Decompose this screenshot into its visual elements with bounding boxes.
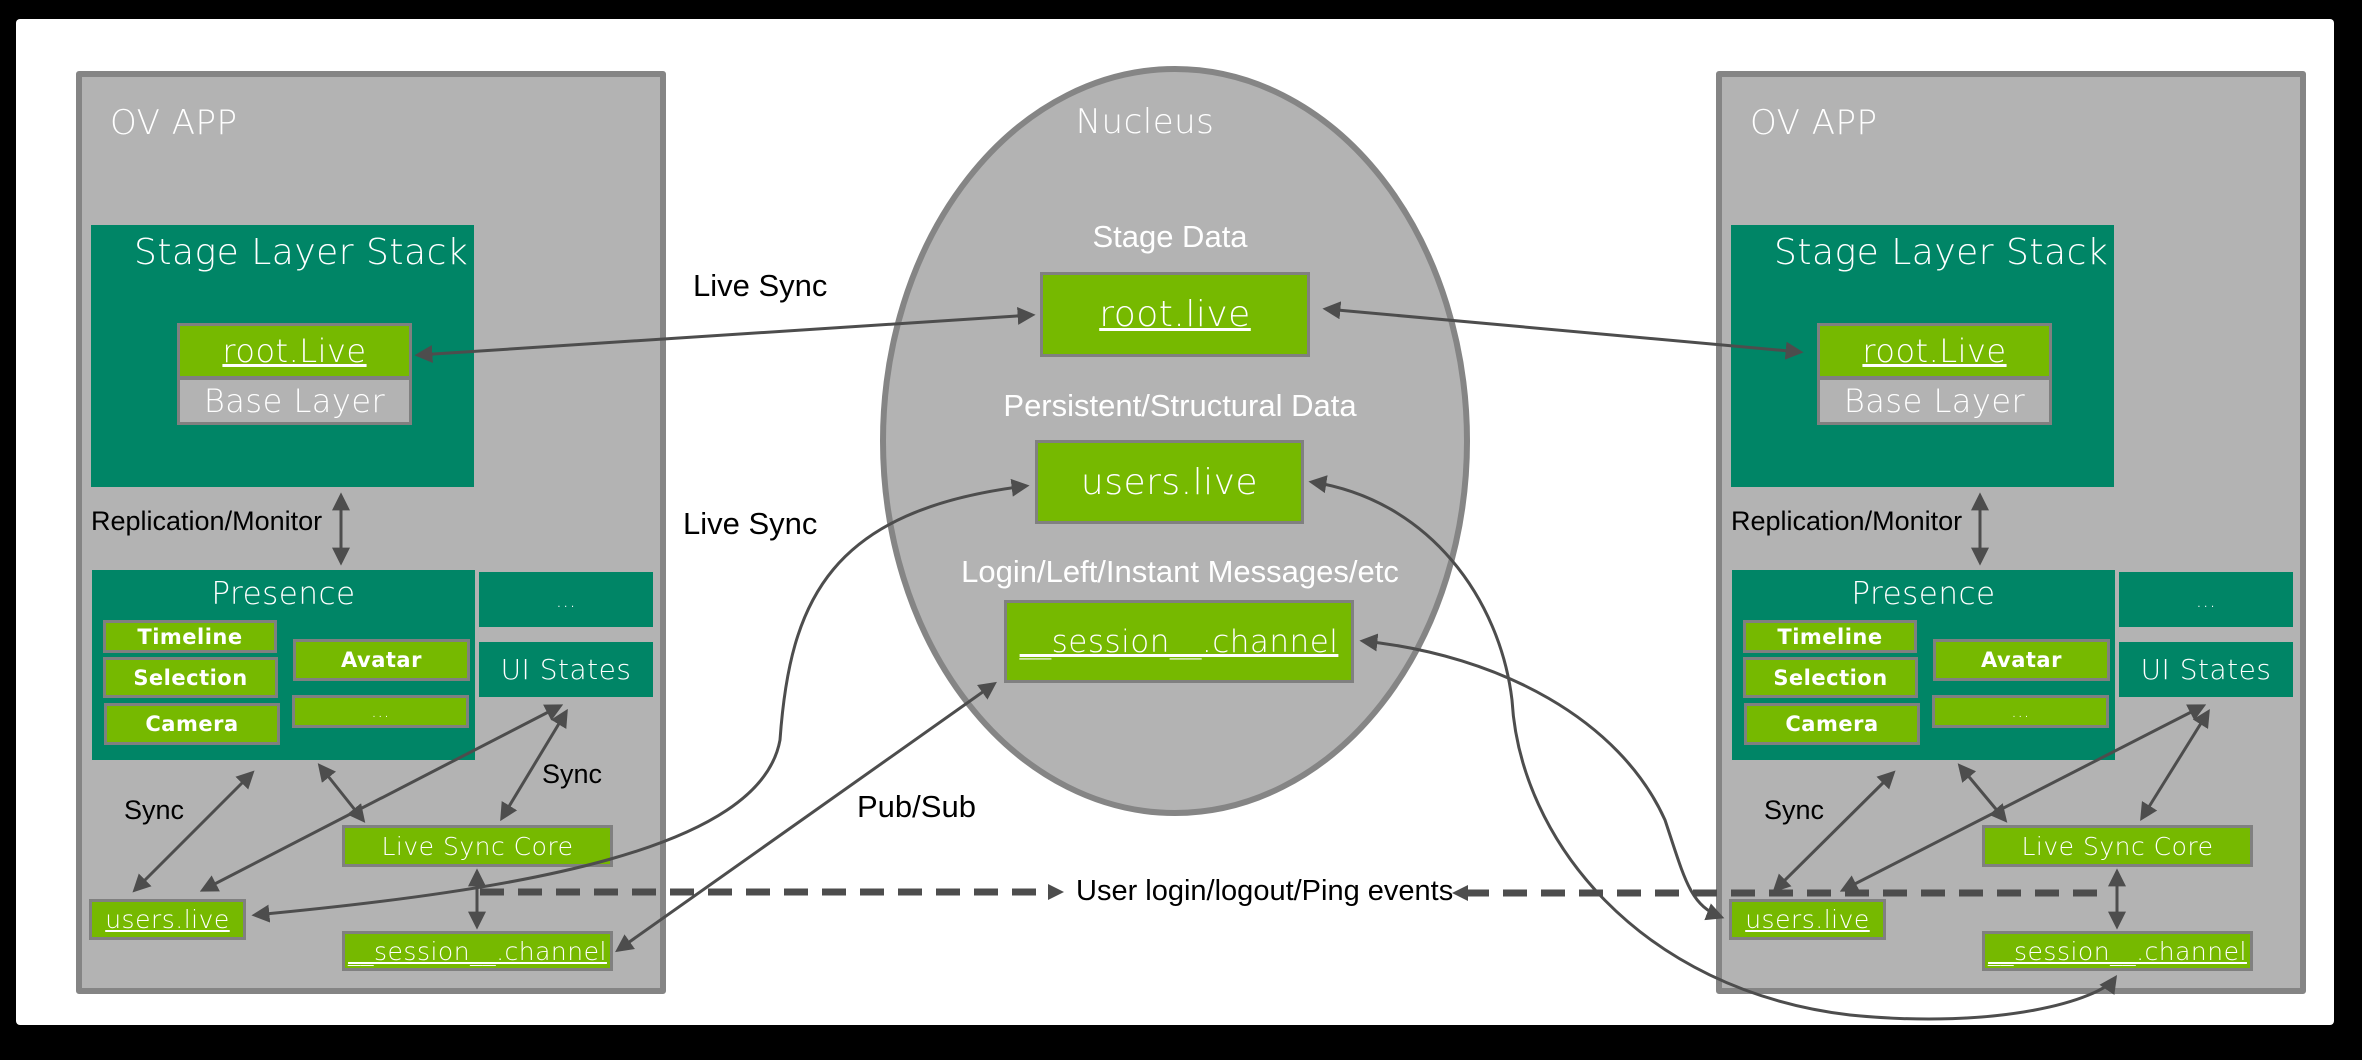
events-label: User login/logout/Ping events xyxy=(1072,875,1458,908)
right-ui-states-label: UI States xyxy=(2140,653,2272,686)
left-replication-label: Replication/Monitor xyxy=(91,506,323,536)
live-sync-label-top: Live Sync xyxy=(693,268,828,303)
left-presence-title: Presence xyxy=(211,576,356,612)
right-ui-states-box[interactable]: UI States xyxy=(2119,642,2293,697)
right-session-channel-label: __session__.channel xyxy=(1988,936,2247,966)
left-extra-label: ... xyxy=(555,587,577,612)
left-ui-states-box[interactable]: UI States xyxy=(479,642,653,697)
nucleus-messages-label: Login/Left/Instant Messages/etc xyxy=(961,554,1399,589)
right-presence-more-label: ... xyxy=(2011,701,2030,722)
left-presence-more-label: ... xyxy=(371,701,390,722)
left-presence-more[interactable]: ... xyxy=(292,695,469,728)
left-sync-label-2: Sync xyxy=(542,759,603,789)
right-sync-label: Sync xyxy=(1764,795,1825,825)
left-extra-box[interactable]: ... xyxy=(479,572,653,627)
nucleus-root-live-label: root.live xyxy=(1099,294,1251,335)
left-sync-label-1: Sync xyxy=(124,795,185,825)
right-ov-app-title: OV APP xyxy=(1750,103,1878,143)
right-extra-box[interactable]: ... xyxy=(2119,572,2293,627)
right-extra-label: ... xyxy=(2195,587,2217,612)
right-presence-title: Presence xyxy=(1851,576,1996,612)
right-presence-avatar[interactable]: Avatar xyxy=(1933,639,2110,681)
left-presence-camera[interactable]: Camera xyxy=(104,703,280,745)
left-ov-app-title: OV APP xyxy=(110,103,238,143)
left-session-channel[interactable]: __session__.channel xyxy=(342,931,613,971)
right-users-live-label: users.live xyxy=(1745,905,1870,934)
right-root-live-layer[interactable]: root.Live xyxy=(1817,323,2052,379)
right-replication-label: Replication/Monitor xyxy=(1731,506,1963,536)
right-base-layer-label: Base Layer xyxy=(1843,382,2026,420)
left-presence-avatar[interactable]: Avatar xyxy=(293,639,470,681)
nucleus-root-live[interactable]: root.live xyxy=(1040,272,1310,357)
right-presence-timeline[interactable]: Timeline xyxy=(1743,620,1917,653)
left-users-live[interactable]: users.live xyxy=(89,899,246,940)
nucleus-users-live-label: users.live xyxy=(1080,461,1259,503)
right-root-live-label: root.Live xyxy=(1862,332,2007,370)
right-avatar-label: Avatar xyxy=(1981,648,2062,672)
right-selection-label: Selection xyxy=(1773,665,1888,690)
left-base-layer[interactable]: Base Layer xyxy=(177,377,412,425)
nucleus-session-channel-label: __session__.channel xyxy=(1019,623,1339,660)
left-root-live-layer[interactable]: root.Live xyxy=(177,323,412,379)
left-camera-label: Camera xyxy=(145,712,239,736)
nucleus-stage-data-label: Stage Data xyxy=(1092,219,1248,254)
right-users-live[interactable]: users.live xyxy=(1729,899,1886,940)
nucleus-users-live[interactable]: users.live xyxy=(1035,440,1304,524)
nucleus-persistent-label: Persistent/Structural Data xyxy=(1003,388,1357,423)
right-live-sync-core-label: Live Sync Core xyxy=(2021,831,2214,861)
left-root-live-label: root.Live xyxy=(222,332,367,370)
nucleus-title: Nucleus xyxy=(1075,102,1215,142)
left-presence-selection[interactable]: Selection xyxy=(103,657,278,698)
left-live-sync-core-label: Live Sync Core xyxy=(381,831,574,861)
pub-sub-label: Pub/Sub xyxy=(857,789,976,824)
right-stage-layer-stack-title: Stage Layer Stack xyxy=(1774,232,2109,273)
nucleus-session-channel[interactable]: __session__.channel xyxy=(1004,600,1354,683)
left-avatar-label: Avatar xyxy=(341,648,422,672)
left-users-live-label: users.live xyxy=(105,905,230,934)
right-presence-selection[interactable]: Selection xyxy=(1743,657,1918,698)
right-presence-camera[interactable]: Camera xyxy=(1744,703,1920,745)
right-presence-more[interactable]: ... xyxy=(1932,695,2109,728)
live-sync-label-mid: Live Sync xyxy=(683,506,818,541)
right-timeline-label: Timeline xyxy=(1777,624,1883,649)
left-stage-layer-stack-title: Stage Layer Stack xyxy=(134,232,469,273)
left-session-channel-label: __session__.channel xyxy=(348,936,607,966)
left-ui-states-label: UI States xyxy=(500,653,632,686)
left-presence-timeline[interactable]: Timeline xyxy=(103,620,277,653)
left-timeline-label: Timeline xyxy=(137,624,243,649)
left-live-sync-core[interactable]: Live Sync Core xyxy=(342,825,613,867)
right-live-sync-core[interactable]: Live Sync Core xyxy=(1982,825,2253,867)
right-base-layer[interactable]: Base Layer xyxy=(1817,377,2052,425)
left-base-layer-label: Base Layer xyxy=(203,382,386,420)
right-camera-label: Camera xyxy=(1785,712,1879,736)
right-session-channel[interactable]: __session__.channel xyxy=(1982,931,2253,971)
left-selection-label: Selection xyxy=(133,665,248,690)
